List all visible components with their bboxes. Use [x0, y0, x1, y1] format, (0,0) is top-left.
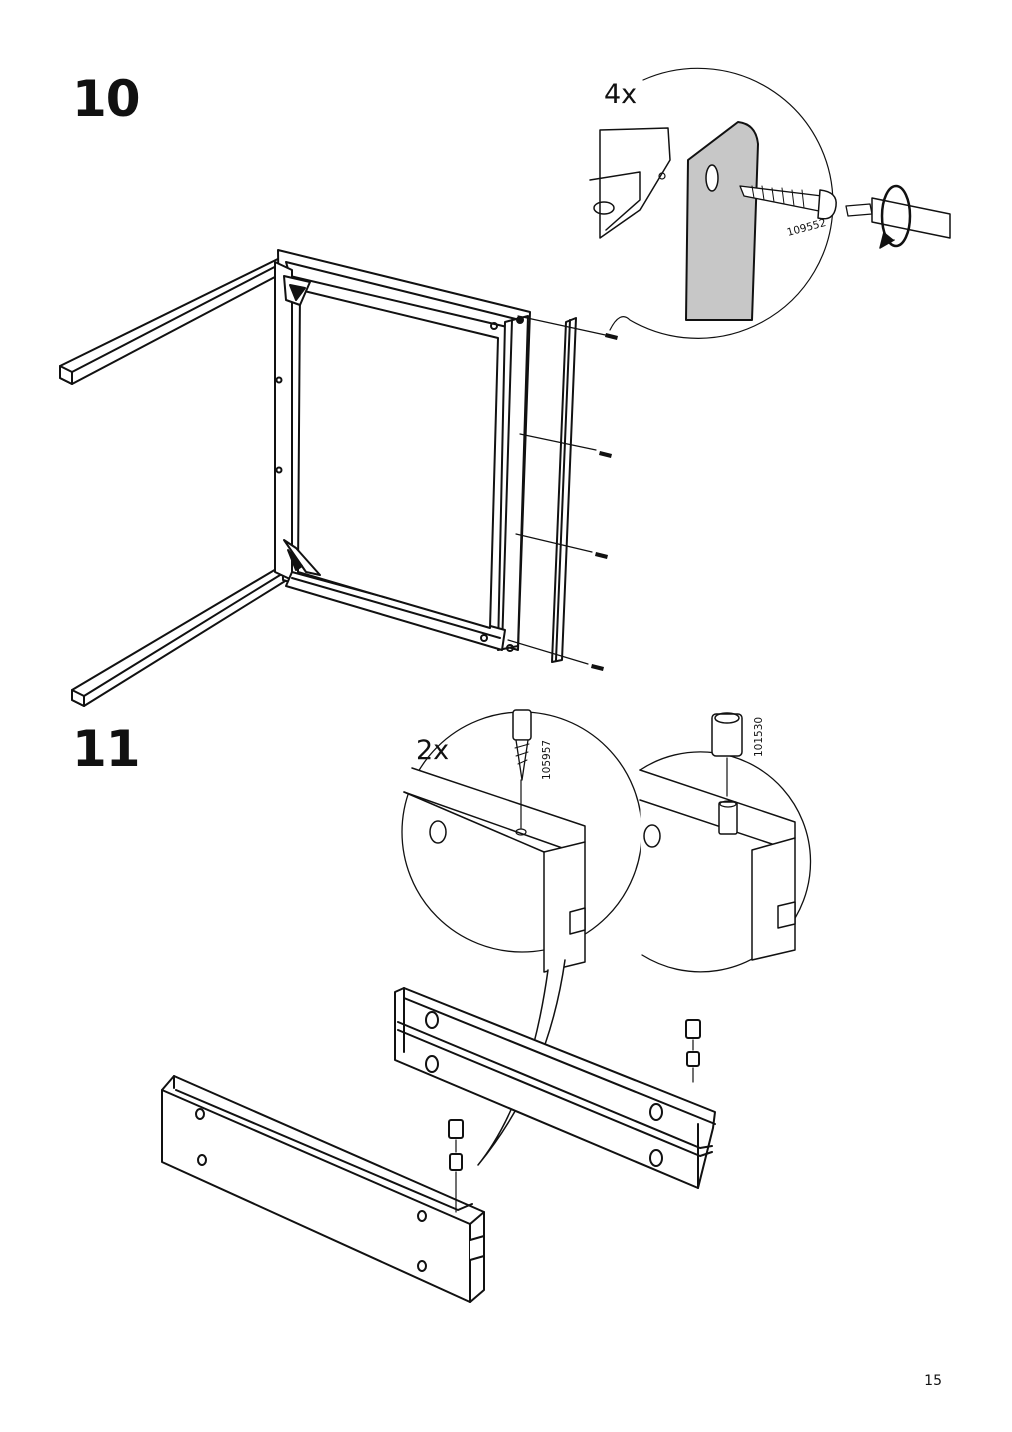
step-11-part-number-spacer: 101530	[753, 717, 765, 757]
step-10-number: 10	[72, 70, 141, 128]
page-number: 15	[924, 1373, 942, 1389]
step-11-quantity: 2x	[416, 735, 449, 766]
step-11-rear-rail	[394, 987, 716, 1189]
step-10-part-number: 109552	[786, 217, 828, 239]
step-11-number: 11	[72, 720, 141, 778]
step-11-part-number-screw: 105957	[541, 740, 553, 780]
step-11-left-detail-callout	[401, 709, 643, 1166]
step-10-quantity: 4x	[604, 79, 637, 110]
step-10-detail-callout	[589, 67, 951, 339]
step-11-right-detail-callout	[639, 712, 812, 973]
step-11-front-rail	[161, 1075, 485, 1303]
step-10-frame-drawing	[59, 249, 618, 707]
